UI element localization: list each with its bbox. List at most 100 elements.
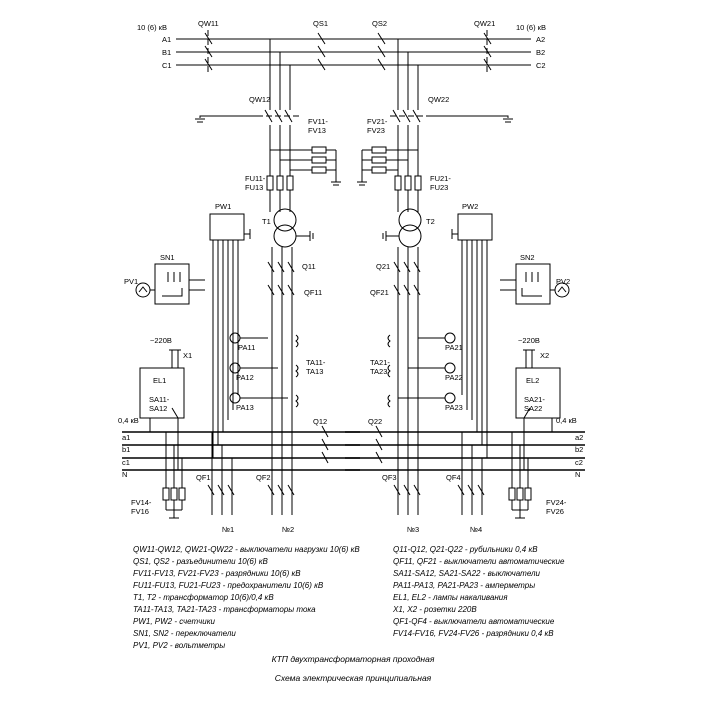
label-fu21: FU21- bbox=[430, 174, 451, 183]
legend-right-5: X1, X2 - розетки 220В bbox=[392, 605, 477, 614]
legend-right-1: QF11, QF21 - выключатели автоматические bbox=[393, 557, 565, 566]
label-bus-b2: b2 bbox=[575, 445, 583, 454]
label-ta11: TA11- bbox=[306, 358, 326, 367]
label-b1: B1 bbox=[162, 48, 171, 57]
label-t2: T2 bbox=[426, 217, 435, 226]
label-fu13: FU13 bbox=[245, 183, 263, 192]
label-q12: Q12 bbox=[313, 417, 327, 426]
title-line-2: Схема электрическая принципиальная bbox=[275, 673, 432, 683]
label-fv11: FV11- bbox=[308, 117, 328, 126]
label-pa21: PA21 bbox=[445, 343, 463, 352]
label-pv2: PV2 bbox=[556, 277, 570, 286]
label-sa21: SA21- bbox=[524, 395, 545, 404]
label-feeder-3: №3 bbox=[407, 525, 419, 534]
legend-left-5: TA11-TA13, TA21-TA23 - трансформаторы то… bbox=[133, 605, 316, 614]
label-c2: C2 bbox=[536, 61, 546, 70]
legend-right-0: Q11-Q12, Q21-Q22 - рубильники 0,4 кВ bbox=[393, 545, 538, 554]
legend-left-1: QS1, QS2 - разъединители 10(6) кВ bbox=[133, 557, 269, 566]
label-pa22: PA22 bbox=[445, 373, 463, 382]
label-el1: EL1 bbox=[153, 376, 166, 385]
label-fv16: FV16 bbox=[131, 507, 149, 516]
label-pw1: PW1 bbox=[215, 202, 231, 211]
label-qf3: QF3 bbox=[382, 473, 397, 482]
label-fv26: FV26 bbox=[546, 507, 564, 516]
label-x2: X2 bbox=[540, 351, 549, 360]
label-qf21: QF21 bbox=[370, 288, 389, 297]
label-sa11: SA11- bbox=[149, 395, 170, 404]
label-volt-left: 10 (6) кВ bbox=[137, 23, 167, 32]
label-qf2: QF2 bbox=[256, 473, 271, 482]
label-feeder-2: №2 bbox=[282, 525, 294, 534]
left-lv-section bbox=[135, 213, 299, 470]
legend-right-3: PA11-PA13, PA21-PA23 - амперметры bbox=[393, 581, 535, 590]
legend-right-6: QF1-QF4 - выключатели автоматические bbox=[393, 617, 555, 626]
label-04kv-left: 0,4 кВ bbox=[118, 416, 139, 425]
label-bus-a2: a2 bbox=[575, 433, 583, 442]
label-q22: Q22 bbox=[368, 417, 382, 426]
label-sn2: SN2 bbox=[520, 253, 535, 262]
outgoing-feeders bbox=[162, 432, 532, 519]
label-q21: Q21 bbox=[376, 262, 390, 271]
label-pa11: PA11 bbox=[238, 343, 255, 352]
label-qw12: QW12 bbox=[249, 95, 270, 104]
lv-buses bbox=[122, 425, 585, 471]
label-fv23: FV23 bbox=[367, 126, 385, 135]
label-qw21: QW21 bbox=[474, 19, 495, 28]
label-b2: B2 bbox=[536, 48, 545, 57]
label-a1: A1 bbox=[162, 35, 171, 44]
label-bus-a1: a1 bbox=[122, 433, 130, 442]
label-qf4: QF4 bbox=[446, 473, 461, 482]
label-qf11: QF11 bbox=[304, 288, 322, 297]
label-ta21: TA21- bbox=[370, 358, 390, 367]
label-pa12: PA12 bbox=[236, 373, 254, 382]
label-t1: T1 bbox=[262, 217, 271, 226]
right-hv-feeder bbox=[357, 39, 513, 248]
legend-left-7: SN1, SN2 - переключатели bbox=[133, 629, 236, 638]
label-qw11: QW11 bbox=[198, 19, 219, 28]
label-qf1: QF1 bbox=[196, 473, 211, 482]
legend-left-8: PV1, PV2 - вольтметры bbox=[133, 641, 225, 650]
label-fu23: FU23 bbox=[430, 183, 448, 192]
legend-left-2: FV11-FV13, FV21-FV23 - разрядники 10(6) … bbox=[133, 569, 301, 578]
label-fu11: FU11- bbox=[245, 174, 266, 183]
title-block: КТП двухтрансформаторная проходная Схема… bbox=[272, 654, 435, 683]
label-bus-b1: b1 bbox=[122, 445, 130, 454]
legend-left-0: QW11-QW12, QW21-QW22 - выключатели нагру… bbox=[133, 545, 360, 554]
label-pw2: PW2 bbox=[462, 202, 478, 211]
label-pa23: PA23 bbox=[445, 403, 463, 412]
left-hv-feeder bbox=[195, 39, 341, 248]
label-c1: C1 bbox=[162, 61, 172, 70]
label-04kv-right: 0,4 кВ bbox=[556, 416, 577, 425]
label-bus-c2: c2 bbox=[575, 458, 583, 467]
right-lv-section bbox=[387, 213, 570, 470]
label-bus-n-left: N bbox=[122, 470, 127, 479]
label-ta13: TA13 bbox=[306, 367, 323, 376]
label-fv14: FV14- bbox=[131, 498, 152, 507]
label-x1: X1 bbox=[183, 351, 192, 360]
label-fv24: FV24- bbox=[546, 498, 567, 507]
legend: QW11-QW12, QW21-QW22 - выключатели нагру… bbox=[133, 545, 565, 650]
qs2-disconnector bbox=[377, 32, 386, 71]
qw11-switch bbox=[204, 30, 213, 72]
label-q11: Q11 bbox=[302, 262, 316, 271]
label-pa13: PA13 bbox=[236, 403, 254, 412]
label-el2: EL2 bbox=[526, 376, 539, 385]
legend-left-3: FU11-FU13, FU21-FU23 - предохранители 10… bbox=[133, 581, 324, 590]
legend-right-4: EL1, EL2 - лампы накаливания bbox=[393, 593, 508, 602]
label-220v-right: ~220В bbox=[518, 336, 540, 345]
label-pv1: PV1 bbox=[124, 277, 138, 286]
qw21-switch bbox=[483, 30, 492, 72]
legend-right-7: FV14-FV16, FV24-FV26 - разрядники 0,4 кВ bbox=[393, 629, 554, 638]
label-feeder-4: №4 bbox=[470, 525, 482, 534]
label-qs1: QS1 bbox=[313, 19, 328, 28]
label-a2: A2 bbox=[536, 35, 545, 44]
label-sa12: SA12 bbox=[149, 404, 167, 413]
label-bus-c1: c1 bbox=[122, 458, 130, 467]
label-sn1: SN1 bbox=[160, 253, 175, 262]
legend-left-4: T1, T2 - трансформатор 10(6)/0,4 кВ bbox=[133, 593, 274, 602]
qs1-disconnector bbox=[317, 32, 326, 71]
label-fv13: FV13 bbox=[308, 126, 326, 135]
label-220v-left: ~220В bbox=[150, 336, 172, 345]
